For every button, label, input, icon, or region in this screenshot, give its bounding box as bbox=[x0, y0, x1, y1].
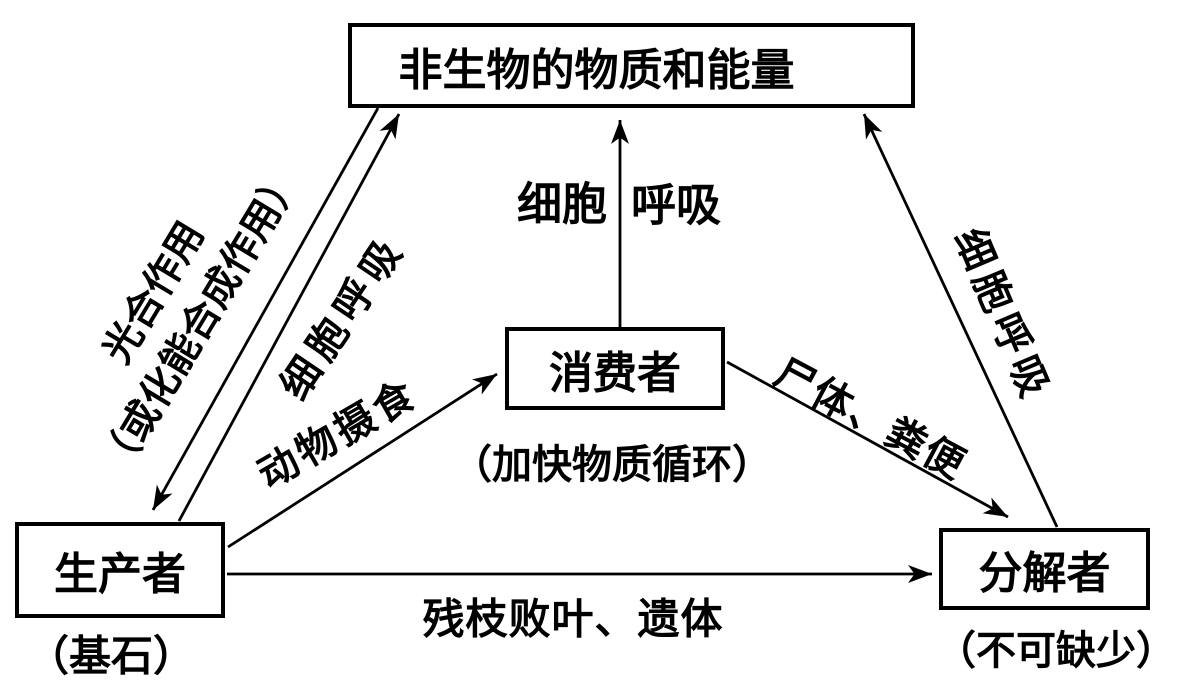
arrow-photosynthesis bbox=[151, 107, 380, 511]
consumer-label: 消费者 bbox=[549, 348, 681, 398]
node-producer: 生产者 bbox=[15, 522, 225, 618]
consumer-note: （加快物质循环） bbox=[452, 442, 772, 487]
producer-label: 生产者 bbox=[54, 550, 186, 599]
node-abiotic-matter-energy: 非生物的物质和能量 bbox=[348, 23, 915, 108]
edge-label-consumer-respiration-right: 呼吸 bbox=[630, 180, 722, 231]
edge-label-consumer-respiration-left: 细胞 bbox=[516, 179, 608, 230]
arrow-animal-feeding bbox=[227, 372, 498, 549]
arrow-decomposer-respiration bbox=[862, 113, 1059, 528]
edge-label-litter-remains: 残枝败叶、遗体 bbox=[422, 597, 724, 644]
node-consumer: 消费者 bbox=[505, 327, 725, 410]
decomposer-note: （不可缺少） bbox=[936, 628, 1176, 673]
arrow-producer-respiration bbox=[177, 113, 401, 522]
abiotic-label: 非生物的物质和能量 bbox=[398, 45, 795, 95]
decomposer-label: 分解者 bbox=[978, 549, 1111, 598]
node-decomposer: 分解者 bbox=[939, 528, 1150, 610]
arrow-corpse-feces bbox=[726, 360, 1009, 519]
producer-note: （基石） bbox=[26, 634, 196, 681]
